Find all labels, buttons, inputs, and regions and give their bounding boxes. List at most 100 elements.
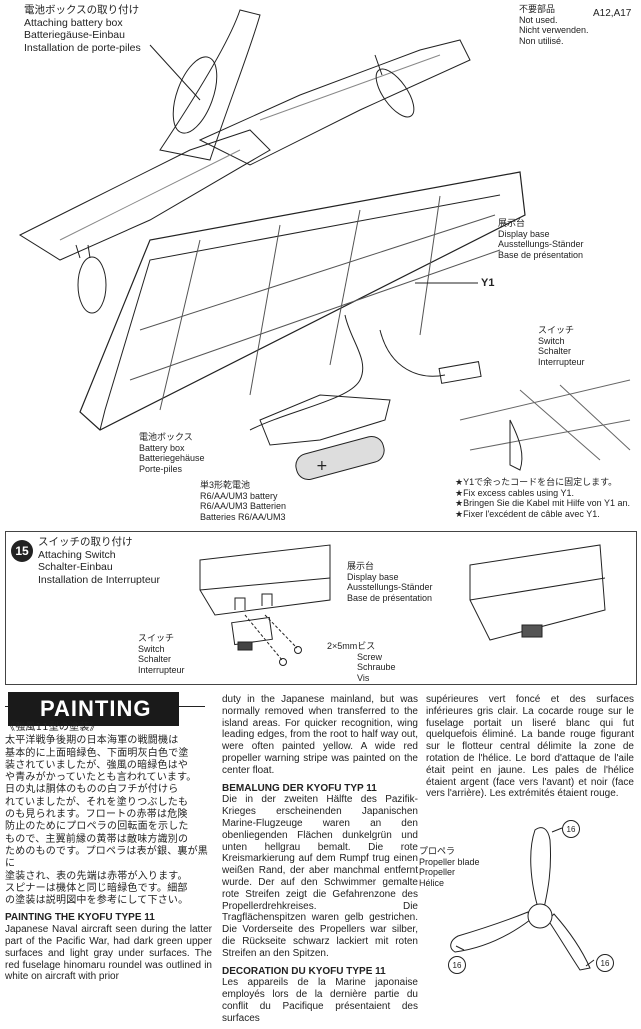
battery-box-jp: 電池ボックス — [139, 432, 193, 442]
display-base-corner-right — [469, 544, 606, 641]
aircraft-float-left — [77, 256, 107, 314]
jp-line-7: のも見られます。フロートの赤帯は危険 — [5, 809, 188, 821]
step15-title-de: Schalter-Einbau — [38, 561, 113, 573]
step15-illustration — [199, 544, 606, 666]
s15-switch-fr: Interrupteur — [138, 664, 185, 675]
battery-box-en: Battery box — [139, 442, 185, 453]
jp-line-6: れていましたが、それを塗りつぶしたも — [5, 796, 189, 808]
step15-number-badge: 15 — [11, 540, 33, 562]
switch-jp: スイッチ — [538, 325, 575, 335]
note-en: ★Fix excess cables using Y1. — [455, 487, 574, 498]
not-used-jp: 不要部品 — [519, 4, 556, 14]
display-base-corner-left — [199, 544, 331, 616]
battery-box-label: 電池ボックス Battery box Batteriegehäuse Porte… — [139, 432, 205, 474]
screw-jp: 2×5mmビス — [327, 641, 376, 651]
battery-fr: Batteries R6/AA/UM3 — [200, 511, 286, 522]
display-base-fr: Base de présentation — [498, 249, 584, 260]
step14-title: 電池ボックスの取り付け Attaching battery box Batter… — [24, 4, 141, 54]
callout-16-left: 16 — [448, 956, 466, 974]
not-used-label-block: 不要部品 Not used. Nicht verwenden. Non util… — [519, 4, 589, 46]
step15-title-en: Attaching Switch — [38, 548, 116, 561]
step14-title-en: Attaching battery box — [24, 16, 123, 29]
painting-col-3: supérieures vert foncé et des surfaces i… — [426, 694, 634, 804]
switch-part-step15 — [231, 616, 273, 646]
not-used-fr: Non utilisé. — [519, 35, 564, 46]
switch-de: Schalter — [538, 346, 572, 356]
en-heading: PAINTING THE KYOFU TYPE 11 — [5, 912, 155, 924]
callout-16-top-text: 16 — [566, 824, 576, 834]
not-used-de: Nicht verwenden. — [519, 25, 589, 35]
jp-heading: 《強風11型の塗装》 — [5, 722, 100, 733]
screw-de: Schraube — [357, 662, 396, 672]
screw-en: Screw — [357, 651, 383, 662]
screw-fr: Vis — [357, 672, 370, 683]
aircraft-wing-right — [198, 39, 471, 166]
display-base-frame — [79, 171, 526, 431]
jp-line-2: 基本的に上面暗緑色、下面明灰白色で塗 — [5, 747, 189, 759]
painting-title: PAINTING — [8, 692, 180, 726]
display-base-en: Display base — [498, 228, 550, 239]
jp-line-5: 日の丸は胴体のものの白フチが付けら — [5, 784, 179, 796]
switch-en: Switch — [538, 335, 565, 346]
jp-line-1: 太平洋戦争後期の日本海軍の戦闘機は — [5, 735, 179, 747]
propeller-en: Propeller blade — [419, 856, 480, 867]
callout-16-right: 16 — [596, 954, 614, 972]
step15-title-jp: スイッチの取り付け — [38, 536, 133, 548]
jp-line-10: ためのものです。プロペラは表が銀、裏が黒に — [5, 845, 208, 870]
propeller-blade-right — [547, 913, 591, 971]
battery-box — [259, 394, 391, 446]
en-text-b: duty in the Japanese mainland, but was n… — [222, 694, 418, 776]
painting-col-2: duty in the Japanese mainland, but was n… — [222, 694, 418, 1029]
step14-display-base-label: 展示台 Display base Ausstellungs-Ständer Ba… — [498, 218, 584, 260]
battery-de: R6/AA/UM3 Batterien — [200, 501, 287, 511]
part-codes: A12,A17 — [593, 8, 632, 19]
cable-notes: ★Y1で余ったコードを台に固定します。 ★Fix excess cables u… — [455, 477, 630, 519]
jp-line-8: 防止のためにプロペラの回転面を示した — [5, 821, 189, 833]
step14-title-de: Batteriegäuse-Einbau — [24, 29, 125, 41]
step15-title-fr: Installation de Interrupteur — [38, 573, 160, 586]
propeller-fr: Hélice — [419, 877, 445, 888]
step14-title-jp: 電池ボックスの取り付け — [24, 4, 140, 16]
battery-box-fr: Porte-piles — [139, 463, 183, 474]
s15-display-base-fr: Base de présentation — [347, 592, 433, 603]
aircraft-float-right — [375, 68, 415, 118]
svg-text:+: + — [316, 458, 328, 474]
propeller-jp: プロペラ — [419, 846, 456, 856]
jp-line-13: の塗装は説明図中を参考にして下さい。 — [5, 895, 189, 907]
de-heading: BEMALUNG DER KYOFU TYP 11 — [222, 782, 377, 794]
aircraft-wing-left — [18, 129, 271, 261]
switch-installed — [521, 624, 543, 638]
propeller-blade-top — [530, 827, 552, 909]
fr-text-a: Les appareils de la Marine japonaise emp… — [222, 977, 418, 1024]
fr-heading: DECORATION DU KYOFU TYPE 11 — [222, 965, 386, 977]
battery-box-de: Batteriegehäuse — [139, 453, 205, 463]
not-used-en: Not used. — [519, 14, 558, 25]
step14-illustration: + — [18, 9, 631, 481]
s15-display-base-de: Ausstellungs-Ständer — [347, 582, 433, 592]
s15-display-base-en: Display base — [347, 571, 399, 582]
display-base-jp: 展示台 — [498, 218, 526, 228]
note-jp: ★Y1で余ったコードを台に固定します。 — [455, 477, 618, 487]
s15-switch-en: Switch — [138, 643, 165, 654]
en-text-a: Japanese Naval aircraft seen during the … — [5, 924, 212, 983]
fr-text-b: supérieures vert foncé et des surfaces i… — [426, 694, 634, 800]
note-fr: ★Fixer l'excédent de câble avec Y1. — [455, 508, 600, 519]
propeller-spinner — [527, 903, 553, 929]
step15-title: スイッチの取り付け Attaching Switch Schalter-Einb… — [38, 536, 160, 586]
step15-switch-label: スイッチ Switch Schalter Interrupteur — [138, 633, 185, 675]
callout-16-left-text: 16 — [452, 960, 462, 970]
step14-switch-label: スイッチ Switch Schalter Interrupteur — [538, 325, 585, 367]
y1-label: Y1 — [481, 277, 495, 289]
callout-16-top: 16 — [562, 820, 580, 838]
propeller-label: プロペラ Propeller blade Propeller Hélice — [419, 846, 480, 888]
screw-2 — [294, 646, 302, 654]
s15-display-base-jp: 展示台 — [347, 561, 375, 571]
s15-switch-de: Schalter — [138, 654, 172, 664]
de-text: Die in der zweiten Hälfte des Pazifik-Kr… — [222, 794, 418, 959]
aircraft-fuselage — [159, 9, 261, 161]
jp-line-12: スピナーは機体と同じ暗緑色です。細部 — [5, 882, 188, 894]
callout-16-right-text: 16 — [600, 958, 610, 968]
propeller-blade-left — [450, 911, 531, 953]
battery-cell: + — [295, 435, 385, 481]
jp-line-3: 装されていましたが、強風の暗緑色はや — [5, 759, 189, 771]
